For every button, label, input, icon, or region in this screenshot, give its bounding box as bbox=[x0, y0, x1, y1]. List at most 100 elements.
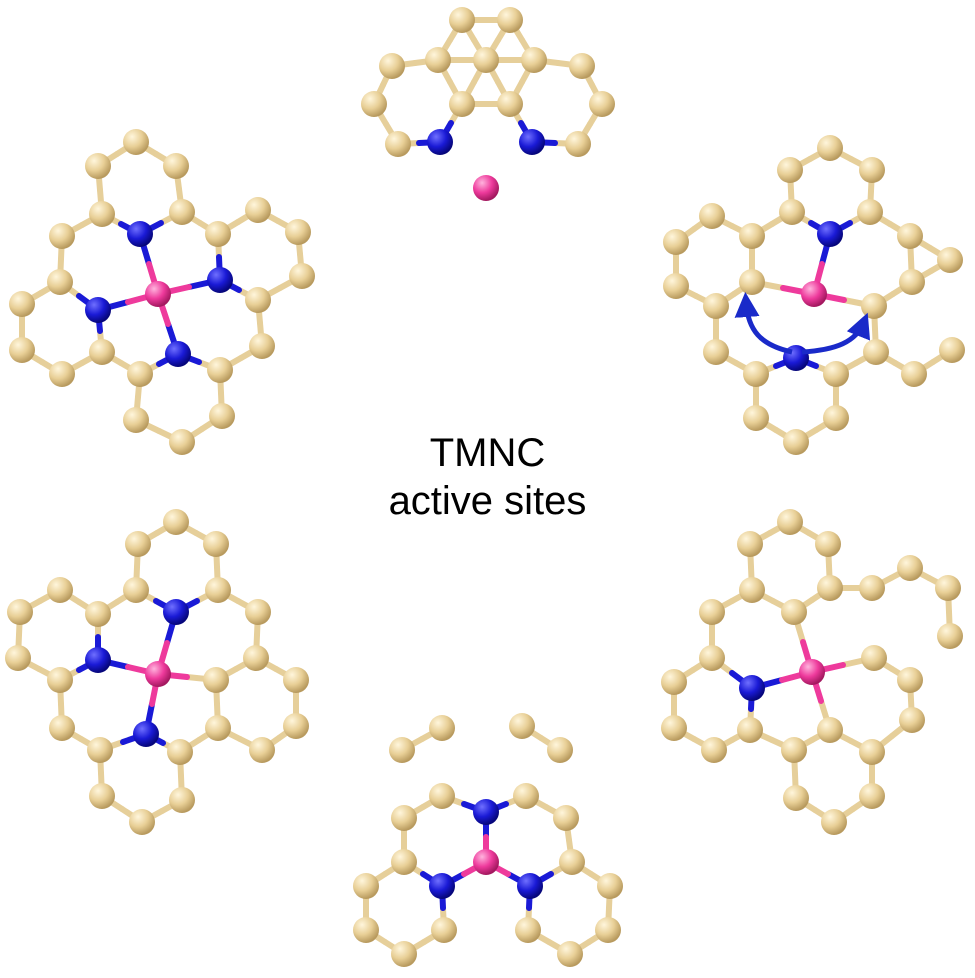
carbon-atom bbox=[425, 47, 451, 73]
metal-atom bbox=[473, 849, 499, 875]
carbon-atom bbox=[47, 269, 73, 295]
carbon-atom bbox=[167, 739, 193, 765]
carbon-atom bbox=[937, 623, 963, 649]
carbon-atom bbox=[569, 53, 595, 79]
carbon-atom bbox=[817, 135, 843, 161]
carbon-atom bbox=[899, 707, 925, 733]
carbon-atom bbox=[49, 361, 75, 387]
carbon-atom bbox=[857, 199, 883, 225]
carbon-atom bbox=[823, 405, 849, 431]
carbon-atom bbox=[861, 293, 887, 319]
carbon-atom bbox=[699, 203, 725, 229]
carbon-atom bbox=[901, 361, 927, 387]
carbon-atom bbox=[353, 873, 379, 899]
structure-M-N4-site bbox=[9, 129, 315, 455]
carbon-atom bbox=[245, 599, 271, 625]
carbon-atom bbox=[9, 291, 35, 317]
carbon-atom bbox=[859, 739, 885, 765]
carbon-atom bbox=[777, 157, 803, 183]
carbon-atom bbox=[823, 361, 849, 387]
carbon-atom bbox=[205, 715, 231, 741]
carbon-atom bbox=[245, 197, 271, 223]
nitrogen-atom bbox=[739, 675, 765, 701]
carbon-atom bbox=[163, 153, 189, 179]
carbon-atom bbox=[7, 599, 33, 625]
carbon-atom bbox=[379, 53, 405, 79]
carbon-atom bbox=[557, 941, 583, 967]
migration-arrow-right bbox=[801, 312, 871, 355]
carbon-atom bbox=[739, 269, 765, 295]
structure-M-N3-site bbox=[5, 509, 309, 835]
carbon-atom bbox=[209, 403, 235, 429]
carbon-atom bbox=[595, 917, 621, 943]
carbon-atom bbox=[391, 849, 417, 875]
carbon-atom bbox=[385, 131, 411, 157]
carbon-atom bbox=[935, 575, 961, 601]
carbon-atom bbox=[497, 91, 523, 117]
structure-M-N3-triangular-site bbox=[353, 713, 623, 967]
carbon-atom bbox=[389, 737, 415, 763]
carbon-atom bbox=[513, 783, 539, 809]
structure-M-N1-site bbox=[661, 509, 963, 835]
carbon-atom bbox=[589, 91, 615, 117]
carbon-atom bbox=[473, 47, 499, 73]
nitrogen-atom bbox=[473, 799, 499, 825]
carbon-atom bbox=[49, 223, 75, 249]
carbon-atom bbox=[703, 339, 729, 365]
structure-M-N2-site-with-migration bbox=[663, 135, 965, 455]
carbon-atom bbox=[85, 153, 111, 179]
carbon-atom bbox=[597, 873, 623, 899]
carbon-atom bbox=[283, 667, 309, 693]
carbon-atom bbox=[207, 357, 233, 383]
carbon-atom bbox=[449, 91, 475, 117]
carbon-atom bbox=[47, 667, 73, 693]
carbon-atom bbox=[163, 509, 189, 535]
carbon-atom bbox=[897, 555, 923, 581]
carbon-atom bbox=[939, 337, 965, 363]
carbon-atom bbox=[283, 713, 309, 739]
carbon-atom bbox=[565, 131, 591, 157]
carbon-atom bbox=[515, 917, 541, 943]
nitrogen-atom bbox=[427, 129, 453, 155]
carbon-atom bbox=[859, 157, 885, 183]
carbon-atom bbox=[249, 333, 275, 359]
carbon-atom bbox=[169, 199, 195, 225]
caption-title: TMNC bbox=[429, 431, 546, 475]
carbon-atom bbox=[205, 577, 231, 603]
carbon-atom bbox=[89, 783, 115, 809]
carbon-atom bbox=[703, 293, 729, 319]
metal-atom bbox=[145, 281, 171, 307]
carbon-atom bbox=[897, 667, 923, 693]
carbon-atom bbox=[361, 91, 387, 117]
nitrogen-atom bbox=[519, 129, 545, 155]
carbon-atom bbox=[429, 783, 455, 809]
carbon-atom bbox=[9, 337, 35, 363]
carbon-atom bbox=[89, 339, 115, 365]
metal-atom bbox=[473, 175, 499, 201]
nitrogen-atom bbox=[163, 599, 189, 625]
carbon-atom bbox=[5, 645, 31, 671]
carbon-atom bbox=[391, 805, 417, 831]
nitrogen-atom bbox=[817, 221, 843, 247]
carbon-atom bbox=[739, 577, 765, 603]
carbon-atom bbox=[89, 201, 115, 227]
structure-pyridinic-N2-edge-site bbox=[361, 7, 615, 201]
carbon-atom bbox=[559, 849, 585, 875]
carbon-atom bbox=[817, 575, 843, 601]
carbon-atom bbox=[431, 917, 457, 943]
carbon-atom bbox=[47, 577, 73, 603]
carbon-atom bbox=[285, 219, 311, 245]
carbon-atom bbox=[699, 599, 725, 625]
carbon-atom bbox=[203, 667, 229, 693]
carbon-atom bbox=[897, 223, 923, 249]
carbon-atom bbox=[859, 783, 885, 809]
carbon-atom bbox=[743, 361, 769, 387]
carbon-atom bbox=[353, 917, 379, 943]
carbon-atom bbox=[663, 273, 689, 299]
metal-atom bbox=[799, 659, 825, 685]
carbon-atom bbox=[49, 715, 75, 741]
caption-subtitle: active sites bbox=[388, 479, 587, 523]
carbon-atom bbox=[203, 531, 229, 557]
nitrogen-atom bbox=[85, 647, 111, 673]
